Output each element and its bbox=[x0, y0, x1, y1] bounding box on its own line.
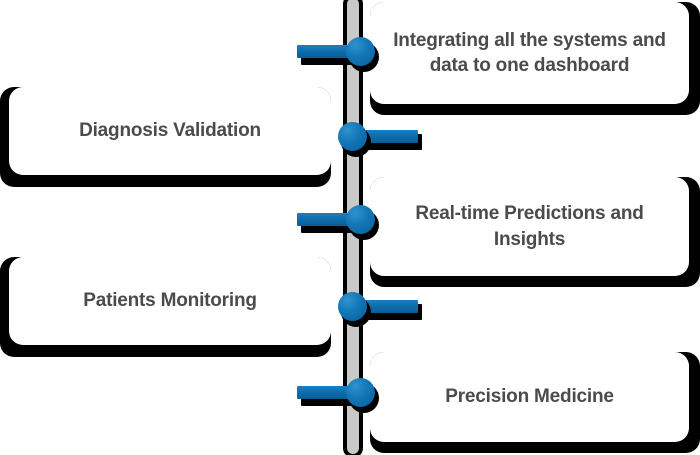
card-label: Precision Medicine bbox=[445, 386, 614, 408]
connector-bar bbox=[297, 45, 357, 58]
card-label: Diagnosis Validation bbox=[79, 120, 261, 142]
right-card-2[interactable]: Real-time Predictions and Insights bbox=[370, 177, 700, 287]
node-dot-icon[interactable] bbox=[346, 37, 375, 66]
timeline-node-5[interactable] bbox=[297, 377, 379, 413]
timeline-node-3[interactable] bbox=[297, 204, 379, 240]
timeline-node-1[interactable] bbox=[297, 36, 379, 72]
node-dot-icon[interactable] bbox=[338, 292, 367, 321]
card-label: Integrating all the systems and data to … bbox=[393, 29, 666, 76]
card-surface[interactable]: Real-time Predictions and Insights bbox=[370, 177, 689, 276]
card-surface[interactable]: Integrating all the systems and data to … bbox=[370, 2, 689, 104]
right-card-1[interactable]: Integrating all the systems and data to … bbox=[370, 2, 700, 115]
node-dot-icon[interactable] bbox=[346, 378, 375, 407]
connector-bar bbox=[297, 386, 357, 399]
node-dot-icon[interactable] bbox=[346, 205, 375, 234]
left-card-2[interactable]: Patients Monitoring bbox=[0, 257, 331, 357]
card-label: Patients Monitoring bbox=[83, 290, 257, 312]
card-label: Real-time Predictions and Insights bbox=[415, 203, 644, 250]
node-dot-icon[interactable] bbox=[338, 122, 367, 151]
card-surface[interactable]: Precision Medicine bbox=[370, 352, 689, 442]
card-surface[interactable]: Diagnosis Validation bbox=[9, 87, 331, 175]
right-card-3[interactable]: Precision Medicine bbox=[370, 352, 700, 453]
connector-bar bbox=[360, 130, 418, 143]
left-card-1[interactable]: Diagnosis Validation bbox=[0, 87, 331, 187]
card-surface[interactable]: Patients Monitoring bbox=[9, 257, 331, 345]
timeline-node-2[interactable] bbox=[338, 121, 422, 157]
timeline-node-4[interactable] bbox=[338, 291, 422, 327]
connector-bar bbox=[360, 300, 418, 313]
connector-bar bbox=[297, 213, 357, 226]
